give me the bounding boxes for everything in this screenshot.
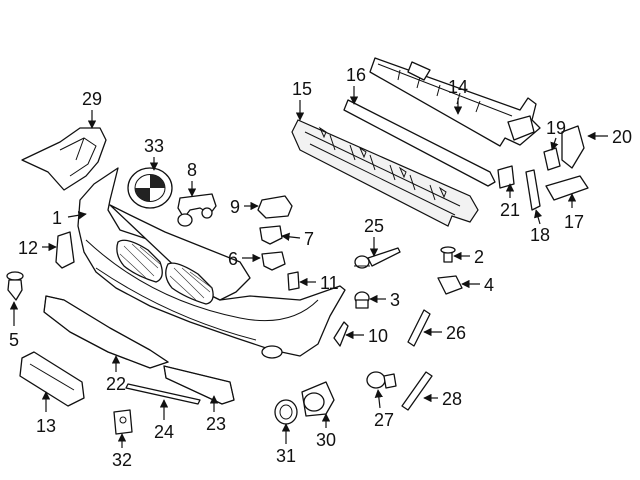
part-33-emblem: [127, 167, 173, 209]
part-12-bracket: [55, 231, 75, 269]
part-14-reinforcement-bar: [369, 57, 541, 147]
callout-14: 14: [448, 77, 468, 97]
callout-9: 9: [230, 197, 240, 217]
callout-23: 23: [206, 414, 226, 434]
part-26-strip: [407, 309, 431, 347]
callout-15: 15: [292, 79, 312, 99]
part-17-block: [545, 175, 589, 201]
part-13-license-bracket: [19, 351, 85, 407]
part-3-clip: [354, 291, 370, 309]
callout-18: 18: [530, 225, 550, 245]
callout-labels: 1 2 3 4 5 6 7 8 9 10 11 12 13 14 15 16 1…: [9, 65, 632, 470]
callout-3: 3: [390, 290, 400, 310]
part-27-sensor: [366, 371, 397, 389]
part-4-nut: [437, 275, 463, 295]
callout-25: 25: [364, 216, 384, 236]
callout-30: 30: [316, 430, 336, 450]
callout-31: 31: [276, 446, 296, 466]
part-31-sensor-cap: [274, 399, 298, 425]
callout-28: 28: [442, 389, 462, 409]
part-9-cover: [257, 195, 293, 219]
callout-5: 5: [9, 330, 19, 350]
part-23-side-grille: [163, 365, 235, 405]
part-7-bracket: [259, 225, 283, 245]
part-21-bracket: [497, 165, 515, 189]
callout-26: 26: [446, 323, 466, 343]
part-30-sensor-housing: [301, 381, 335, 417]
callout-7: 7: [304, 229, 314, 249]
part-16-strip: [343, 99, 496, 187]
callout-4: 4: [484, 275, 494, 295]
callout-33: 33: [144, 136, 164, 156]
part-22-lower-grille: [43, 295, 170, 369]
part-10-reflector: [333, 321, 349, 347]
callout-17: 17: [564, 212, 584, 232]
part-32-clip: [113, 409, 133, 435]
callout-19: 19: [546, 118, 566, 138]
part-11-clip: [287, 271, 300, 291]
part-24-trim-strip: [125, 383, 201, 405]
callout-11: 11: [320, 273, 339, 293]
callout-6: 6: [228, 249, 238, 269]
callout-29: 29: [82, 89, 102, 109]
callout-2: 2: [474, 247, 484, 267]
part-28-strip: [401, 371, 433, 411]
part-18-bracket: [525, 169, 541, 211]
part-20-bracket: [561, 125, 585, 169]
part-8-clips: [177, 193, 217, 227]
leader-lines: [9, 86, 608, 448]
callout-1: 1: [52, 208, 62, 228]
part-15-energy-absorber: [291, 119, 479, 227]
callout-13: 13: [36, 416, 56, 436]
part-2-bolt: [440, 246, 456, 263]
callout-10: 10: [368, 326, 388, 346]
callout-22: 22: [106, 374, 126, 394]
callout-27: 27: [374, 410, 394, 430]
part-5-push-clip: [6, 271, 24, 301]
callout-8: 8: [187, 160, 197, 180]
callout-12: 12: [18, 238, 38, 258]
callout-32: 32: [112, 450, 132, 470]
part-29-air-duct: [21, 127, 107, 191]
part-1-bumper-cover: [77, 167, 346, 359]
part-19-bracket: [543, 147, 561, 171]
part-6-bracket: [261, 251, 286, 271]
part-25-sensor: [354, 247, 401, 269]
callout-16: 16: [346, 65, 366, 85]
callout-21: 21: [500, 200, 520, 220]
callout-24: 24: [154, 422, 174, 442]
callout-20: 20: [612, 127, 632, 147]
